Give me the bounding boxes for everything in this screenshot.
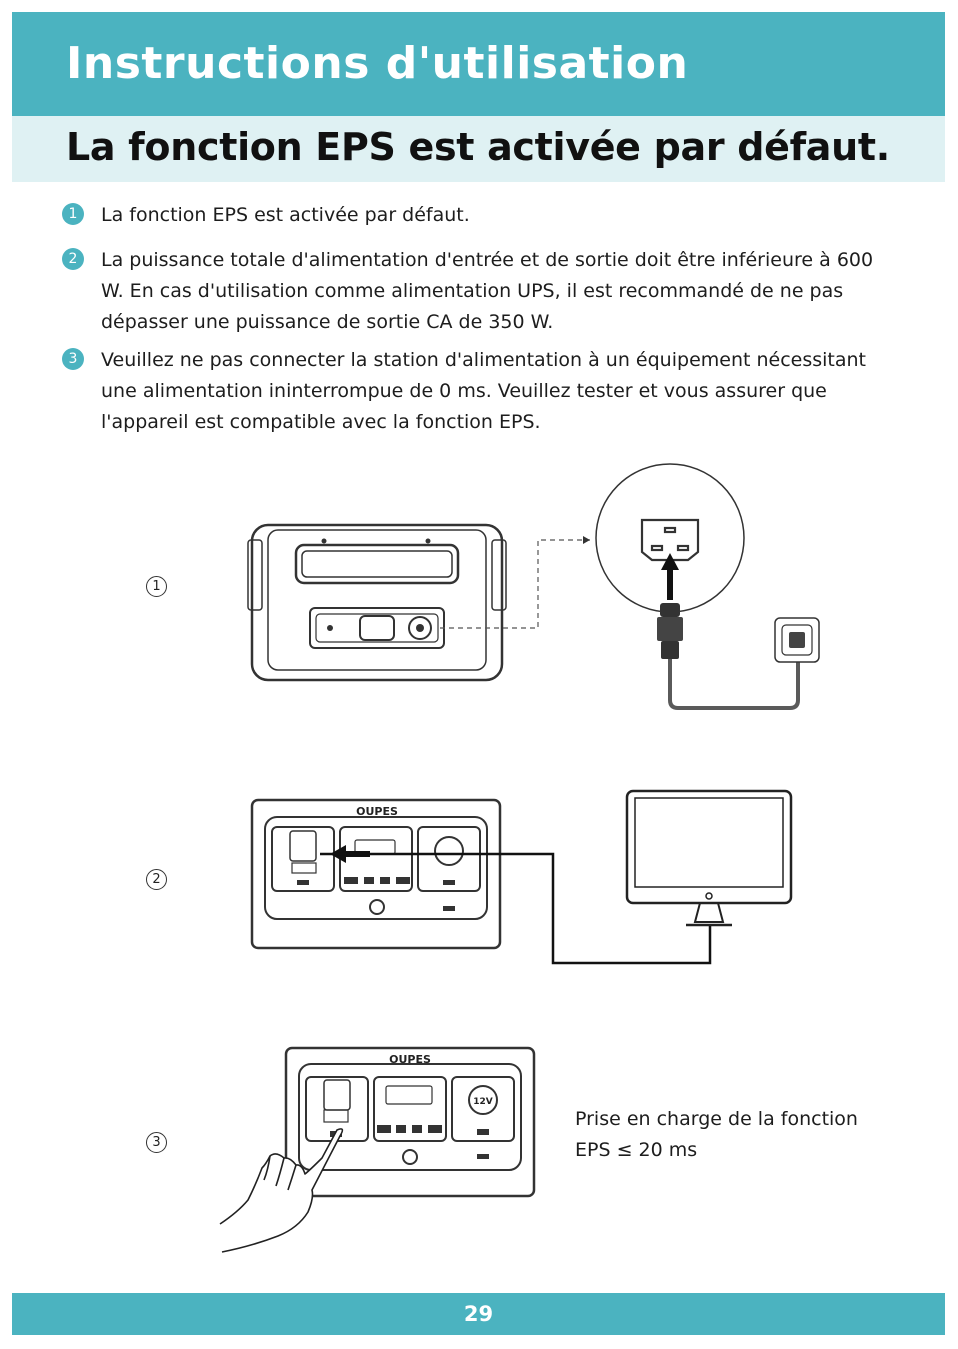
step-label-2: 2	[146, 869, 167, 890]
illustration-ac-output: OUPES	[250, 789, 793, 965]
monitor-icon	[625, 789, 793, 927]
arrow-up-icon	[661, 553, 679, 600]
subtitle-bar: La fonction EPS est activée par défaut.	[12, 116, 945, 182]
instruction-text-1: La fonction EPS est activée par défaut.	[101, 204, 470, 226]
brand-logo-small: OUPES	[389, 1053, 431, 1066]
illustration-press-button: OUPES 12V	[219, 1046, 536, 1253]
wall-outlet-icon	[774, 617, 820, 663]
eps-note-line-1: Prise en charge de la fonction	[575, 1108, 858, 1130]
hand-icon	[219, 1128, 344, 1253]
page-title: Instructions d'utilisation	[66, 38, 689, 89]
arrow-right-icon	[583, 536, 590, 544]
eps-note: Prise en charge de la fonction EPS ≤ 20 …	[575, 1104, 905, 1166]
power-cable	[668, 648, 800, 710]
monitor-cable	[320, 852, 712, 965]
eps-note-line-2: EPS ≤ 20 ms	[575, 1139, 698, 1161]
instruction-item-2: 2 La puissance totale d'alimentation d'e…	[62, 245, 892, 338]
power-station-front-small	[284, 1046, 536, 1198]
step-label-3: 3	[146, 1132, 167, 1153]
instruction-number-1: 1	[62, 203, 84, 225]
page-subtitle: La fonction EPS est activée par défaut.	[66, 125, 890, 169]
instruction-item-1: 1 La fonction EPS est activée par défaut…	[62, 200, 892, 231]
instruction-number-3: 3	[62, 348, 84, 370]
illustration-ac-input	[247, 463, 820, 710]
instruction-number-2: 2	[62, 248, 84, 270]
step-label-1: 1	[146, 576, 167, 597]
brand-logo: OUPES	[356, 805, 398, 818]
instruction-item-3: 3 Veuillez ne pas connecter la station d…	[62, 345, 892, 438]
power-station-front	[250, 798, 502, 950]
power-station-rear	[247, 523, 507, 682]
car-port-label: 12V	[473, 1097, 493, 1107]
header-bar: Instructions d'utilisation	[12, 12, 945, 116]
power-plug-icon	[657, 603, 683, 659]
instruction-text-3: Veuillez ne pas connecter la station d'a…	[101, 349, 867, 433]
footer-bar: 29	[12, 1293, 945, 1335]
zoom-leader-line	[440, 539, 590, 629]
ac-input-socket-icon	[640, 518, 700, 562]
instruction-text-2: La puissance totale d'alimentation d'ent…	[101, 249, 874, 333]
page-number: 29	[463, 1302, 494, 1326]
